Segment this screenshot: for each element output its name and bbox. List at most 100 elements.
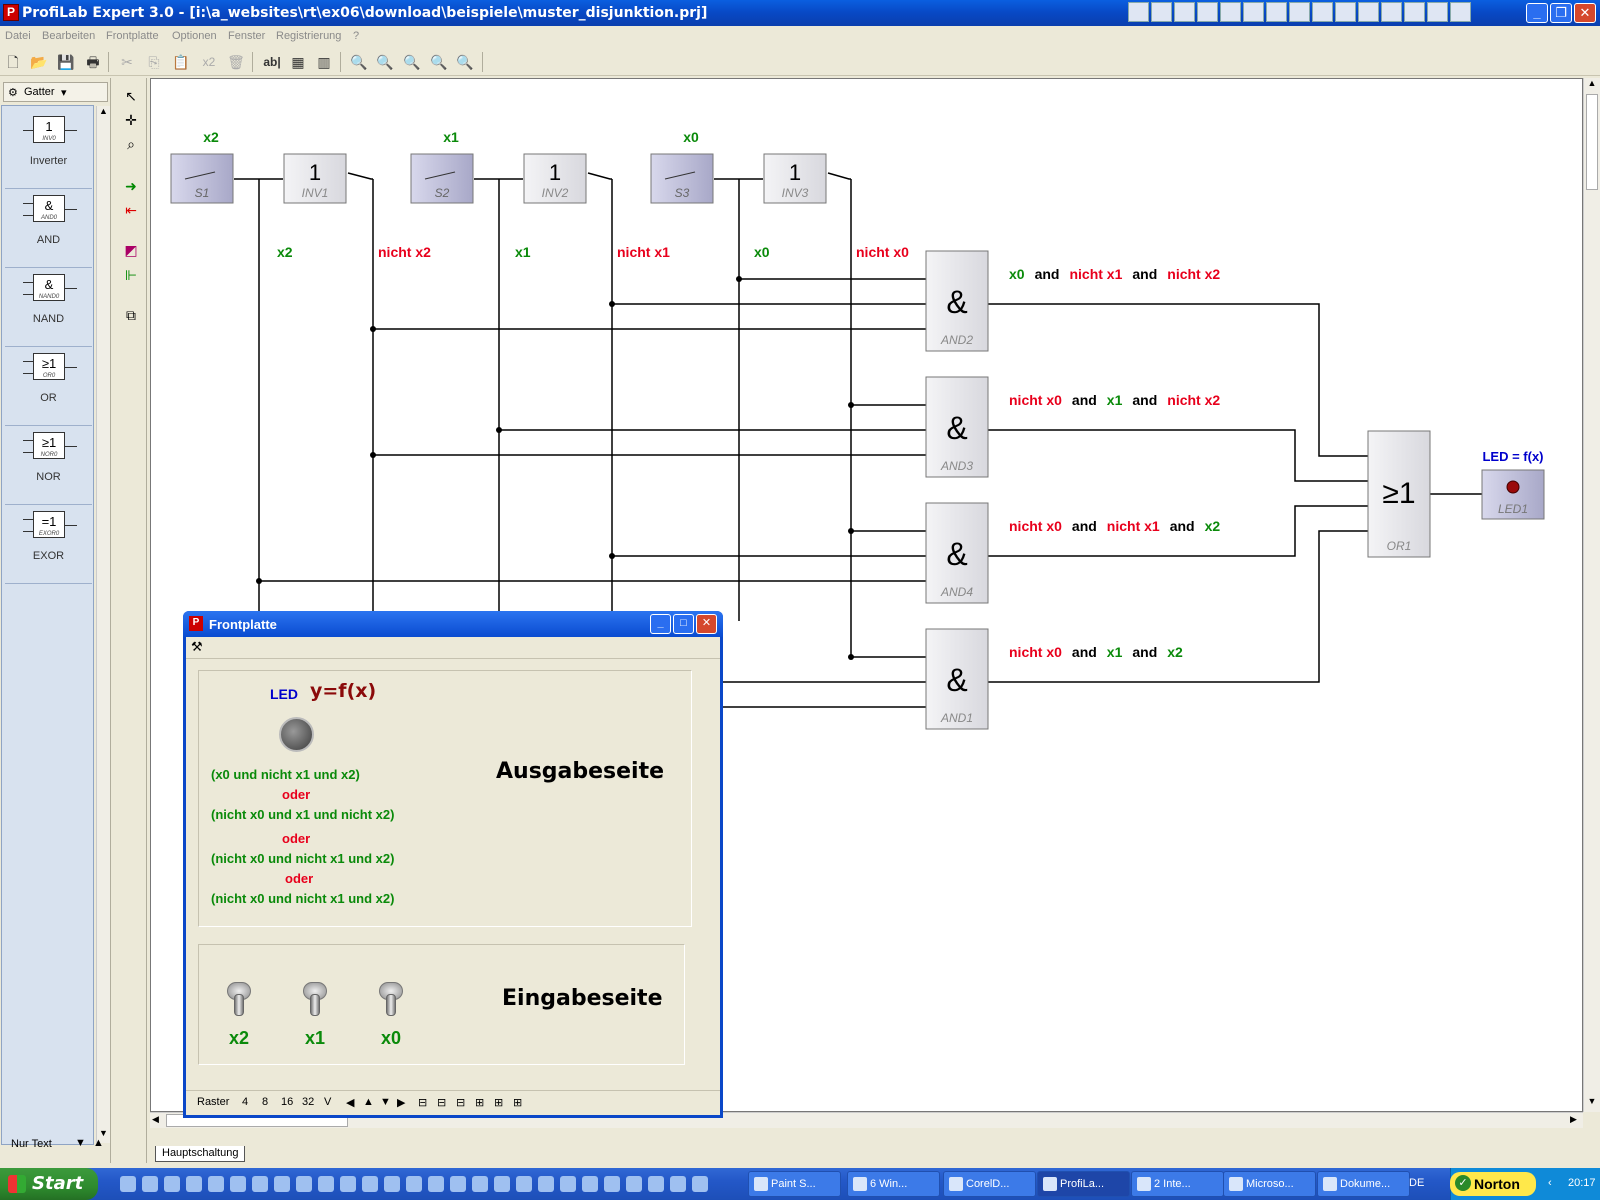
- color-icon[interactable]: ◩: [124, 242, 138, 258]
- raster-option[interactable]: 4: [242, 1096, 249, 1108]
- quicklaunch-icon[interactable]: [186, 1176, 202, 1192]
- toggle-switch-x1[interactable]: [302, 980, 328, 1020]
- menu-fenster[interactable]: Fenster: [228, 30, 266, 42]
- quicklaunch-icon[interactable]: [428, 1176, 444, 1192]
- window-switch-icon[interactable]: ⧉: [126, 307, 136, 323]
- copy-icon[interactable]: ⎘: [148, 54, 160, 70]
- quicklaunch-icon[interactable]: [230, 1176, 246, 1192]
- menu-registrierung[interactable]: Registrierung: [276, 30, 342, 42]
- palette-category-select[interactable]: ⚙ Gatter ▾: [3, 82, 108, 102]
- quicklaunch-icon[interactable]: [494, 1176, 510, 1192]
- minimize-button[interactable]: _: [650, 614, 671, 634]
- quicklaunch-icon[interactable]: [340, 1176, 356, 1192]
- quicklaunch-icon[interactable]: [252, 1176, 268, 1192]
- scroll-left-icon[interactable]: ◀: [152, 1114, 159, 1124]
- taskbar-button[interactable]: Paint S...: [748, 1171, 841, 1197]
- tray-expand-icon[interactable]: ‹: [1548, 1177, 1552, 1189]
- quicklaunch-icon[interactable]: [648, 1176, 664, 1192]
- quicklaunch-icon[interactable]: [560, 1176, 576, 1192]
- scroll-right-icon[interactable]: ▶: [1570, 1114, 1577, 1124]
- arrow-left-icon[interactable]: ⇤: [125, 202, 137, 218]
- quicklaunch-icon[interactable]: [406, 1176, 422, 1192]
- app-shortcut-icon[interactable]: [1151, 2, 1172, 22]
- canvas-vscrollbar[interactable]: ▲ ▼: [1583, 78, 1600, 1112]
- zoom-fit-icon[interactable]: 🔍: [430, 54, 448, 70]
- minimize-button[interactable]: _: [1526, 3, 1548, 23]
- raster-option[interactable]: 8: [262, 1096, 269, 1108]
- close-button[interactable]: ✕: [696, 614, 717, 634]
- menu-datei[interactable]: Datei: [5, 30, 31, 42]
- arrow-down-icon[interactable]: ▼: [380, 1096, 391, 1108]
- quicklaunch-icon[interactable]: [626, 1176, 642, 1192]
- new-icon[interactable]: 🗋: [7, 54, 19, 70]
- app-shortcut-icon[interactable]: [1450, 2, 1471, 22]
- hammer-icon[interactable]: ⚒: [191, 639, 203, 654]
- scroll-down-icon[interactable]: ▼: [1587, 1096, 1597, 1106]
- arrow-up-icon[interactable]: ▲: [363, 1096, 374, 1108]
- restore-button[interactable]: ❐: [1550, 3, 1572, 23]
- cut-icon[interactable]: ✂: [121, 54, 133, 70]
- scroll-down-icon[interactable]: ▼: [99, 1128, 108, 1138]
- quicklaunch-icon[interactable]: [142, 1176, 158, 1192]
- quicklaunch-icon[interactable]: [318, 1176, 334, 1192]
- open-icon[interactable]: 📂: [30, 54, 48, 70]
- align-icon[interactable]: ⊞: [513, 1097, 523, 1109]
- palette-scrollbar[interactable]: ▲ ▼: [96, 106, 110, 1143]
- zoom-out-icon[interactable]: 🔍: [376, 54, 394, 70]
- quicklaunch-icon[interactable]: [164, 1176, 180, 1192]
- grid2-icon[interactable]: ▥: [317, 54, 331, 70]
- scroll-thumb[interactable]: [1586, 94, 1598, 190]
- start-button[interactable]: Start: [0, 1168, 98, 1200]
- quicklaunch-icon[interactable]: [296, 1176, 312, 1192]
- taskbar-button[interactable]: Dokume...: [1317, 1171, 1410, 1197]
- menu-optionen[interactable]: Optionen: [172, 30, 217, 42]
- quicklaunch-icon[interactable]: [670, 1176, 686, 1192]
- toggle-switch-x2[interactable]: [226, 980, 252, 1020]
- zoom-icon[interactable]: 🔍: [403, 54, 421, 70]
- menu-bearbeiten[interactable]: Bearbeiten: [42, 30, 96, 42]
- quicklaunch-icon[interactable]: [692, 1176, 708, 1192]
- app-shortcut-icon[interactable]: [1266, 2, 1287, 22]
- menu-frontplatte[interactable]: Frontplatte: [106, 30, 159, 42]
- app-shortcut-icon[interactable]: [1128, 2, 1149, 22]
- zoom-disabled-icon[interactable]: 🔍: [456, 54, 474, 70]
- quicklaunch-icon[interactable]: [516, 1176, 532, 1192]
- app-shortcut-icon[interactable]: [1243, 2, 1264, 22]
- menu-help[interactable]: ?: [353, 30, 360, 42]
- connector-icon[interactable]: ⊩: [124, 267, 138, 283]
- app-shortcut-icon[interactable]: [1427, 2, 1448, 22]
- arrow-down-icon[interactable]: ▼: [75, 1137, 86, 1149]
- tab-hauptschaltung[interactable]: Hauptschaltung: [155, 1146, 246, 1162]
- taskbar-button[interactable]: ProfiLa...: [1037, 1171, 1130, 1197]
- app-shortcut-icon[interactable]: [1289, 2, 1310, 22]
- app-shortcut-icon[interactable]: [1358, 2, 1379, 22]
- taskbar-button[interactable]: 6 Win...: [847, 1171, 940, 1197]
- text-tool-button[interactable]: ab|: [263, 55, 281, 69]
- quicklaunch-icon[interactable]: [450, 1176, 466, 1192]
- app-shortcut-icon[interactable]: [1381, 2, 1402, 22]
- quicklaunch-icon[interactable]: [362, 1176, 378, 1192]
- junction-icon[interactable]: ✛: [125, 112, 137, 128]
- app-shortcut-icon[interactable]: [1174, 2, 1195, 22]
- align-icon[interactable]: ⊟: [418, 1097, 428, 1109]
- align-icon[interactable]: ⊞: [475, 1097, 485, 1109]
- quicklaunch-icon[interactable]: [208, 1176, 224, 1192]
- palette-view-mode[interactable]: Nur Text: [11, 1138, 52, 1150]
- magnifier-icon[interactable]: ⌕: [127, 136, 135, 152]
- zoom-in-icon[interactable]: 🔍: [350, 54, 368, 70]
- pointer-icon[interactable]: ↖: [125, 88, 137, 104]
- align-icon[interactable]: ⊞: [494, 1097, 504, 1109]
- quicklaunch-icon[interactable]: [538, 1176, 554, 1192]
- print-icon[interactable]: 🖶: [86, 54, 100, 70]
- quicklaunch-icon[interactable]: [120, 1176, 136, 1192]
- duplicate-button[interactable]: x2: [202, 55, 216, 69]
- raster-option[interactable]: V: [324, 1096, 332, 1108]
- arrow-right-icon[interactable]: ▶: [397, 1097, 406, 1109]
- taskbar-button[interactable]: Microso...: [1223, 1171, 1316, 1197]
